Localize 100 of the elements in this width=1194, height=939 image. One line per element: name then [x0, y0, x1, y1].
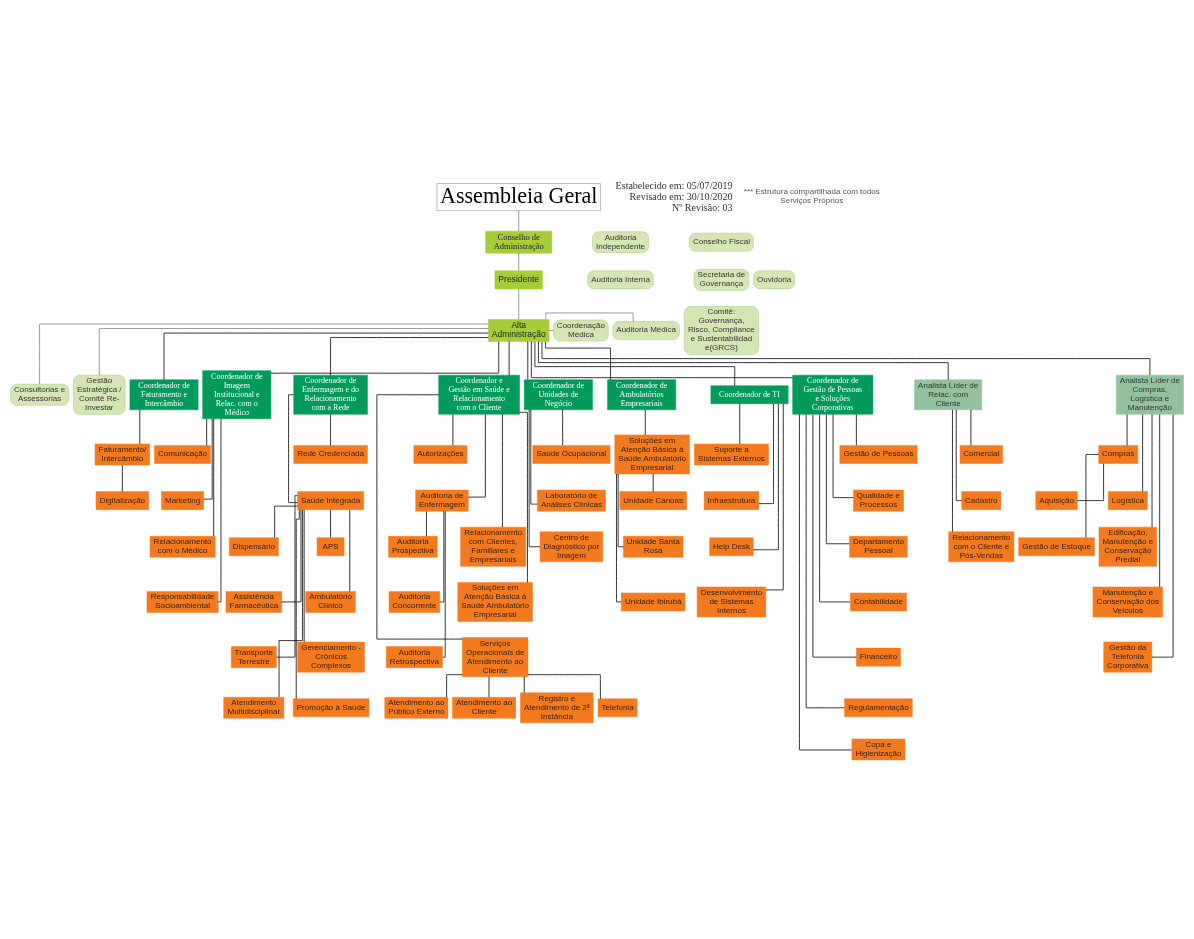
connector	[446, 674, 463, 698]
node-box: Conselho de Administração	[485, 230, 553, 254]
connector	[832, 413, 854, 498]
node-box: Secretaria de Governança	[693, 269, 749, 291]
connector	[545, 312, 634, 322]
node-box: Assistência Farmacêutica	[225, 591, 282, 613]
connector	[270, 341, 500, 374]
connector	[758, 403, 774, 504]
node-box: Coordenador de Enfermagem e do Relacionamento com a Rede	[293, 374, 368, 415]
node-box: Departamento Pessoal	[849, 536, 908, 558]
connector	[330, 337, 489, 376]
node-box: Laboratório de Análises Clínicas	[537, 489, 606, 512]
node-box: Infraestrutura	[703, 491, 760, 510]
connector	[617, 473, 624, 548]
connector	[98, 328, 489, 376]
connector	[278, 509, 303, 698]
connector	[528, 409, 541, 548]
node-box: Autorizações	[413, 445, 468, 464]
connector	[753, 403, 779, 551]
node-box: Alta Administração	[488, 319, 550, 342]
connector	[468, 414, 486, 498]
node-box: Comunicação	[154, 445, 211, 464]
connector	[330, 509, 331, 539]
node-box: Centro de Diagnóstico por Imagem	[539, 531, 603, 563]
connector	[856, 414, 857, 446]
node-box: Responsabilidade Socioambiental	[146, 591, 219, 613]
node-box: Atendimento ao Cliente	[452, 697, 516, 719]
node-box: Presidente	[494, 270, 543, 290]
node-box: Manutenção e Conservação dos Veículos	[1092, 586, 1163, 618]
label: Revisado em: 30/10/2020	[629, 190, 733, 202]
connector	[518, 210, 520, 232]
node-box: Copa e Higienização	[851, 738, 906, 761]
node-box: Unidade Santa Rosa	[623, 536, 684, 558]
node-box: Gerenciamento - Crônicos Complexos	[297, 641, 365, 673]
node-box: Unidade Canoas	[619, 491, 687, 510]
node-box: Auditoria Médica	[612, 321, 680, 340]
node-box: Saúde Ocupacional	[532, 445, 611, 464]
node-box: Telefonia	[597, 698, 638, 718]
connector	[805, 413, 845, 709]
connector	[952, 409, 953, 533]
node-box: Analista Líder de Relac. com Cliente	[914, 379, 983, 411]
node-box: Relacionamento com o Cliente e Pós-Vendas	[948, 531, 1015, 563]
connector	[1142, 414, 1143, 492]
node-box: Marketing	[161, 491, 204, 510]
node-box: Cadastro	[961, 491, 1002, 510]
node-box: Saúde Integrada	[297, 491, 364, 510]
node-box: Rede Credenciada	[293, 445, 368, 464]
node-box: Registro e Atendimento de 2ª Instância	[520, 692, 594, 724]
node-box: Coordenador de Imagem Institucional e Relac. com o Médico	[202, 370, 272, 420]
node-box: Auditoria de Enfermagem	[415, 489, 469, 512]
node-box: Auditoria Retrospectiva	[386, 646, 443, 668]
connector	[527, 674, 601, 700]
node-box: Comitê: Governança, Risco, Compliance e Sustentabilidade(GRCS)	[684, 306, 759, 355]
label: Nº Revisão: 03	[672, 201, 733, 213]
node-box: Soluções em Atenção Básica à Saúde Ambulatório Empresarial	[457, 582, 533, 622]
connector	[518, 252, 520, 272]
node-box: Relacionamento com o Médico	[149, 536, 216, 558]
node-box: Assembleia Geral	[436, 183, 601, 211]
node-box: Serviços Operacionais de Atendimento ao Cliente	[462, 637, 529, 677]
connector	[295, 509, 300, 700]
node-box: Gestão Estratégica / Comitê Re-Investar	[73, 374, 126, 415]
connector	[545, 341, 611, 380]
node-box: Unidade Ibirubá	[621, 592, 686, 612]
connector	[819, 414, 851, 603]
connector	[616, 473, 622, 603]
connector	[562, 409, 564, 446]
node-box: Ouvidoria	[753, 270, 795, 290]
connector	[538, 341, 949, 381]
node-box: Desenvolvimento de Sistemas Internos	[696, 586, 767, 618]
node-box: Coordenador de Unidades de Negócio	[524, 379, 593, 411]
node-box: Auditoria Independente	[592, 231, 649, 253]
node-box: Gestão de Estoque	[1018, 537, 1095, 557]
connector	[39, 323, 489, 385]
node-box: Auditoria Concorrente	[388, 591, 440, 613]
node-box: Dispensário	[229, 537, 279, 557]
node-box: Transporte Terrestre	[231, 646, 277, 668]
connector	[825, 414, 850, 545]
connector	[518, 288, 520, 320]
node-box: Coordenação Médica	[553, 319, 609, 342]
node-box: Atendimento ao Público Externo	[384, 697, 449, 719]
node-box: Coordenador de Gestão de Pessoas e Soluções Corporativas	[792, 374, 874, 415]
node-box: Regulamentação	[844, 698, 913, 718]
connector	[502, 414, 503, 528]
node-box: Promoção à Saúde	[292, 698, 370, 718]
node-box: Faturamento/ Intercâmbio	[94, 443, 150, 466]
connector	[206, 418, 208, 446]
connector	[1077, 463, 1104, 501]
node-box: Auditoria Prospectiva	[388, 536, 438, 558]
connector	[121, 464, 123, 492]
connector	[519, 411, 528, 583]
node-box: Coordenador de Ambulatórios Empresariais	[607, 379, 676, 411]
node-box: Aquisição	[1035, 491, 1078, 510]
connector	[274, 505, 298, 538]
node-box: Conselho Fiscal	[689, 232, 754, 252]
connector	[548, 330, 554, 331]
connector	[1159, 414, 1161, 588]
node-box: APS	[316, 537, 345, 557]
node-box: Auditoria Interna	[587, 270, 654, 290]
connector	[376, 394, 463, 640]
node-box: Suporte a Sistemas Externos	[694, 443, 769, 466]
